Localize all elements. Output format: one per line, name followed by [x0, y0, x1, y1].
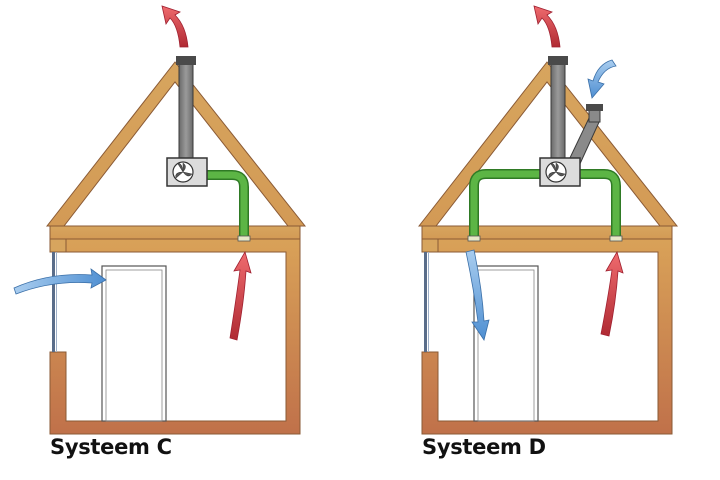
- supply-in-arrow-c: [13, 268, 107, 295]
- diagram-label-systeem-c: Systeem C: [50, 435, 172, 459]
- house-d: [417, 61, 679, 435]
- roof-exhaust-cap-c: [176, 56, 196, 65]
- indoor-supply-arrow-d: [465, 249, 490, 341]
- roof-intake-pipe-d-vertical: [588, 109, 601, 123]
- house-d-roof: [417, 61, 679, 227]
- intake-in-arrow-d: [587, 59, 617, 99]
- exhaust-out-arrow-c: [161, 5, 189, 48]
- indoor-exhaust-arrow-c: [229, 250, 252, 341]
- roof-exhaust-pipe-d: [550, 63, 566, 163]
- house-c-window-glass: [56, 252, 57, 352]
- diagram-label-systeem-d: Systeem D: [422, 435, 546, 459]
- exhaust-grille-c: [237, 235, 251, 242]
- exhaust-grille-d: [609, 235, 623, 242]
- house-d-ceiling-beam: [421, 225, 673, 240]
- supply-grille-d: [467, 235, 481, 242]
- indoor-exhaust-arrow-d: [600, 250, 624, 337]
- fan-unit-c: [166, 157, 208, 187]
- exhaust-out-arrow-d: [533, 5, 561, 48]
- roof-exhaust-cap-d: [548, 56, 568, 65]
- house-c-walls: [49, 237, 301, 435]
- house-c: [45, 61, 307, 435]
- house-c-roof: [45, 61, 307, 227]
- house-d-door-inner: [477, 269, 535, 422]
- house-d-window-glass: [428, 252, 429, 352]
- house-d-window: [424, 252, 427, 352]
- house-c-door-inner: [105, 269, 163, 422]
- fan-unit-d: [539, 157, 581, 187]
- house-c-window: [52, 252, 55, 352]
- house-c-door: [101, 265, 167, 422]
- exhaust-duct-c-fill: [206, 171, 248, 236]
- house-d-door: [473, 265, 539, 422]
- house-c-ceiling-beam: [49, 225, 301, 240]
- roof-intake-cap-d: [586, 104, 603, 111]
- roof-exhaust-pipe-c: [178, 63, 194, 163]
- house-d-walls: [421, 237, 673, 435]
